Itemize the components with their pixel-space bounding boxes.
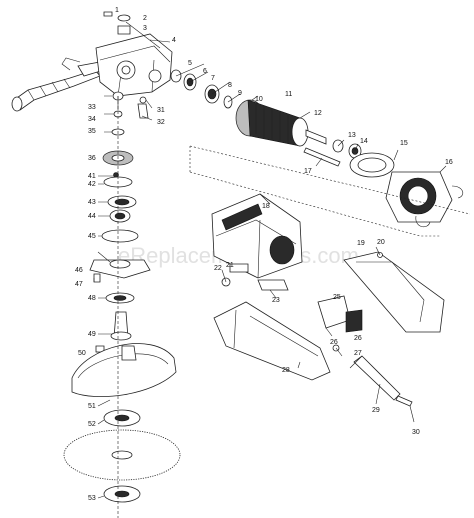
callout-12: 12 xyxy=(314,110,322,117)
callout-28: 28 xyxy=(282,367,290,374)
callout-46: 46 xyxy=(75,267,83,274)
grinding-wheel-part xyxy=(63,429,181,481)
callout-53: 53 xyxy=(88,495,96,502)
callout-42: 42 xyxy=(88,181,96,188)
callout-2: 2 xyxy=(143,15,147,22)
callout-36: 36 xyxy=(88,155,96,162)
callout-34: 34 xyxy=(88,116,96,123)
callout-29: 29 xyxy=(372,407,380,414)
spindle-stack-part xyxy=(89,91,151,353)
callout-17: 17 xyxy=(304,168,312,175)
callout-30: 30 xyxy=(412,429,420,436)
callout-18: 18 xyxy=(262,203,270,210)
top-screws-part xyxy=(103,11,131,35)
gear-housing-part xyxy=(95,33,173,97)
side-handle-part xyxy=(11,57,105,112)
callout-52: 52 xyxy=(88,421,96,428)
guide-lines xyxy=(93,21,471,518)
callout-16: 16 xyxy=(445,159,453,166)
callout-11: 11 xyxy=(285,91,292,98)
callout-41: 41 xyxy=(88,173,96,180)
callout-47: 47 xyxy=(75,281,83,288)
callout-10: 10 xyxy=(255,96,263,103)
callout-27: 27 xyxy=(354,350,362,357)
inner-flange-part xyxy=(103,409,141,427)
lock-nut-part xyxy=(103,485,141,503)
callout-35: 35 xyxy=(88,128,96,135)
callout-26b: 26 xyxy=(354,335,362,342)
callout-4: 4 xyxy=(172,37,176,44)
power-cord-part xyxy=(349,355,413,407)
callout-15: 15 xyxy=(400,140,408,147)
callout-20: 20 xyxy=(377,239,385,246)
rear-handle-left-part xyxy=(213,301,331,381)
callout-43: 43 xyxy=(88,199,96,206)
callout-8: 8 xyxy=(228,82,232,89)
callout-9: 9 xyxy=(238,90,242,97)
callout-31: 31 xyxy=(157,107,165,114)
rear-bearing-part xyxy=(332,139,362,159)
callout-32: 32 xyxy=(157,119,165,126)
callout-50: 50 xyxy=(78,350,86,357)
callout-7: 7 xyxy=(211,75,215,82)
callout-19: 19 xyxy=(357,240,365,247)
rear-handle-right-part xyxy=(343,251,445,333)
callout-25: 25 xyxy=(333,294,341,301)
baffle-ring-part xyxy=(349,152,395,178)
field-coil-part xyxy=(385,171,464,228)
callout-13: 13 xyxy=(348,132,356,139)
callout-14: 14 xyxy=(360,138,368,145)
callout-3: 3 xyxy=(143,25,147,32)
callout-5: 5 xyxy=(188,60,192,67)
callout-26a: 26 xyxy=(330,339,338,346)
callout-33: 33 xyxy=(88,104,96,111)
switch-unit-part xyxy=(317,295,363,352)
callout-labels: 1 2 3 4 5 6 7 8 9 10 11 12 13 14 15 16 1… xyxy=(75,7,453,502)
armature-part xyxy=(235,99,327,147)
callout-48: 48 xyxy=(88,295,96,302)
callout-21: 21 xyxy=(226,262,234,269)
callout-49: 49 xyxy=(88,331,96,338)
callout-51: 51 xyxy=(88,403,96,410)
callout-6: 6 xyxy=(203,68,207,75)
wheel-guard-part xyxy=(71,343,177,397)
callout-1: 1 xyxy=(115,7,119,14)
callout-22: 22 xyxy=(214,265,222,272)
thru-bolt-part xyxy=(303,147,341,167)
lock-pin-part xyxy=(137,96,149,119)
callout-45: 45 xyxy=(88,233,96,240)
callout-23: 23 xyxy=(272,297,280,304)
callout-44: 44 xyxy=(88,213,96,220)
